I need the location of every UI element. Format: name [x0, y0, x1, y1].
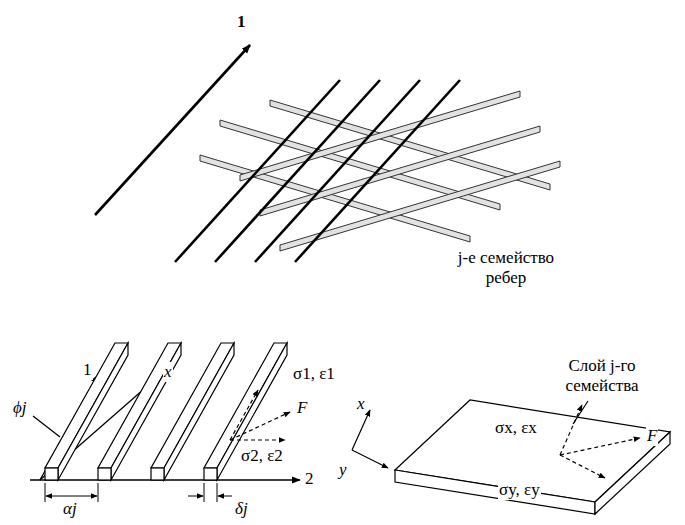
angle-label: ϕj [12, 398, 28, 418]
plate-stress-arrows [560, 405, 640, 478]
axis-label: x [356, 394, 366, 414]
rib-family-lines [95, 45, 460, 262]
axis-label: 1 [236, 12, 247, 32]
stress-label: σ2, ε2 [240, 446, 284, 466]
axis-label: 1 [82, 360, 93, 380]
stress-label: σx, εx [494, 418, 538, 438]
stress-label: σ1, ε1 [292, 364, 336, 384]
plate-axes [352, 401, 588, 468]
stress-arrows [230, 390, 290, 440]
axis-label: x [163, 362, 173, 382]
dimension-label: δj [234, 499, 249, 519]
layer-label: Слой j-го семейства [536, 356, 668, 395]
force-label: F [296, 398, 308, 418]
dimension-label: αj [62, 499, 78, 519]
grid-lattice [200, 91, 560, 251]
rib-bars [45, 343, 287, 480]
force-label: F [646, 426, 658, 446]
layer-plate [395, 400, 670, 514]
axis-label: 2 [304, 469, 315, 489]
axis-label: y [338, 460, 348, 480]
rib-family-label: j-е семейство ребер [438, 248, 574, 287]
stress-label: σy, εy [498, 480, 541, 500]
